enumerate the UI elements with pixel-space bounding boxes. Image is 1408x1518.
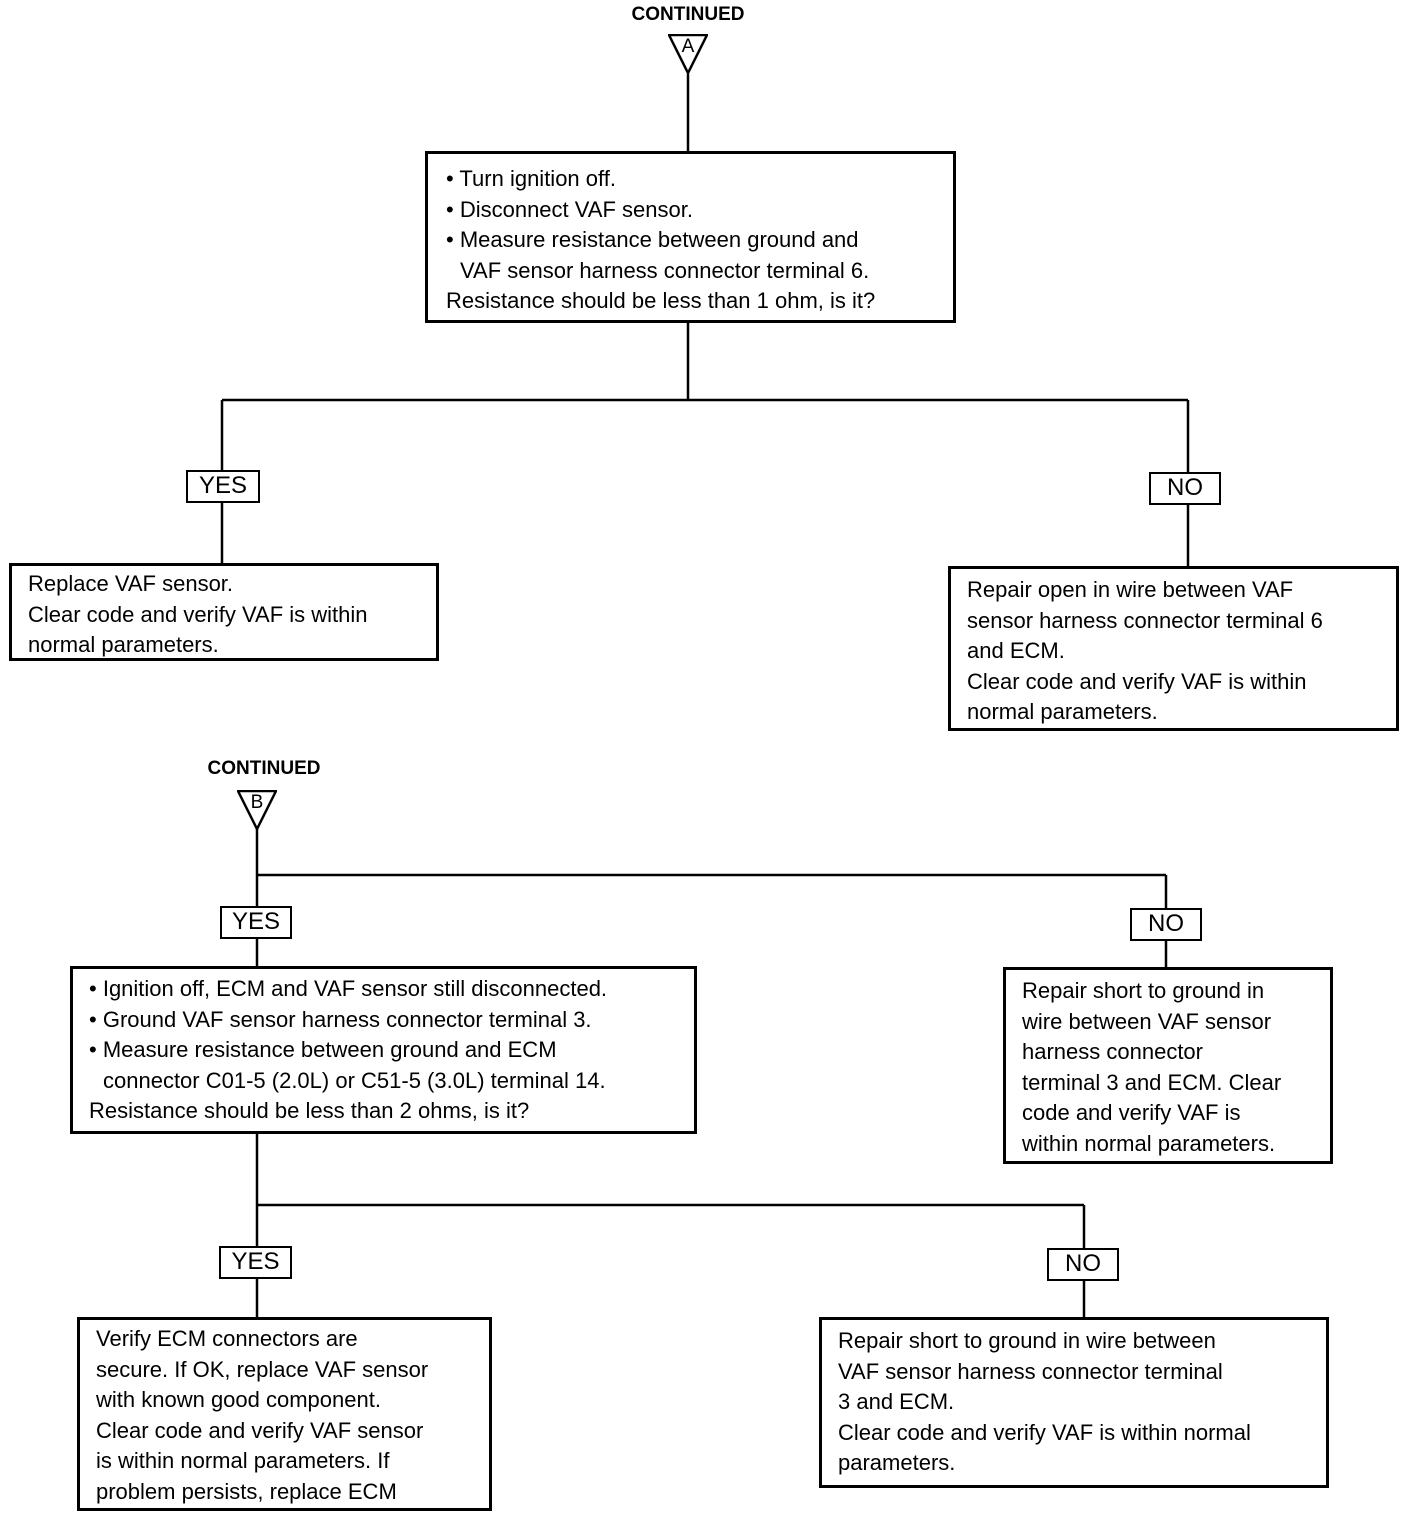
result-a-yes-line-2: Clear code and verify VAF is within	[28, 601, 368, 627]
no-badge-b: NO	[1130, 908, 1202, 941]
result-b2-no-line-4: Clear code and verify VAF is within norm…	[838, 1419, 1251, 1445]
no-badge-b2: NO	[1047, 1248, 1119, 1281]
result-b2-no-line-3: 3 and ECM.	[838, 1389, 955, 1414]
result-a-no-line-2: sensor harness connector terminal 6	[967, 607, 1323, 633]
offpage-connector-a-letter: A	[681, 36, 695, 57]
result-b-no-line-4: terminal 3 and ECM. Clear	[1022, 1069, 1282, 1095]
check-box-a: • Turn ignition off. • Disconnect VAF se…	[425, 151, 956, 323]
result-b-no-line-5: code and verify VAF is	[1022, 1100, 1241, 1125]
result-a-no-line-3: and ECM.	[967, 638, 1065, 663]
result-b-no-line-2: wire between VAF sensor	[1022, 1008, 1272, 1034]
result-box-a-yes: Replace VAF sensor. Clear code and verif…	[9, 563, 439, 661]
check-a-question: Resistance should be less than 1 ohm, is…	[446, 288, 876, 313]
result-b2-yes-line-1: Verify ECM connectors are	[96, 1326, 358, 1351]
check-a-step-3: • Measure resistance between ground and …	[446, 227, 870, 283]
check-box-b: • Ignition off, ECM and VAF sensor still…	[70, 966, 697, 1134]
check-a-step-2: • Disconnect VAF sensor.	[446, 196, 693, 222]
offpage-connector-b-letter: B	[250, 792, 264, 813]
yes-badge-a: YES	[186, 470, 260, 503]
check-b-step-2: • Ground VAF sensor harness connector te…	[89, 1006, 592, 1032]
result-b2-yes-line-6: problem persists, replace ECM	[96, 1478, 397, 1504]
check-b-step-1: • Ignition off, ECM and VAF sensor still…	[89, 976, 608, 1001]
result-b-no-line-6: within normal parameters.	[1022, 1130, 1276, 1156]
result-b2-yes-line-2: secure. If OK, replace VAF sensor	[96, 1356, 429, 1382]
result-b2-yes-line-5: is within normal parameters. If	[96, 1448, 390, 1473]
result-box-b2-yes: Verify ECM connectors are secure. If OK,…	[77, 1317, 492, 1511]
continued-label-b: CONTINUED	[207, 758, 321, 779]
result-b2-no-line-1: Repair short to ground in wire between	[838, 1328, 1216, 1353]
result-a-yes-line-3: normal parameters.	[28, 632, 219, 657]
result-b2-yes-line-3: with known good component.	[96, 1387, 381, 1412]
result-a-yes-line-1: Replace VAF sensor.	[28, 571, 234, 596]
check-b-step-3: • Measure resistance between ground and …	[89, 1037, 606, 1093]
result-a-no-line-1: Repair open in wire between VAF	[967, 577, 1294, 602]
check-b-question: Resistance should be less than 2 ohms, i…	[89, 1098, 530, 1123]
result-a-no-line-4: Clear code and verify VAF is within	[967, 668, 1307, 694]
result-box-b2-no: Repair short to ground in wire between V…	[819, 1317, 1329, 1488]
yes-badge-b: YES	[220, 906, 292, 939]
offpage-connector-b-icon	[237, 790, 277, 830]
result-box-b-no: Repair short to ground in wire between V…	[1003, 967, 1333, 1164]
result-b2-no-line-5: parameters.	[838, 1450, 956, 1475]
result-b-no-line-3: harness connector	[1022, 1039, 1203, 1064]
check-a-step-1: • Turn ignition off.	[446, 166, 616, 191]
offpage-connector-a-icon	[668, 34, 708, 74]
result-b-no-line-1: Repair short to ground in	[1022, 978, 1265, 1003]
yes-badge-b2: YES	[219, 1246, 292, 1279]
continued-label-a: CONTINUED	[631, 4, 745, 25]
result-a-no-line-5: normal parameters.	[967, 699, 1158, 724]
result-b2-no-line-2: VAF sensor harness connector terminal	[838, 1358, 1223, 1384]
result-box-a-no: Repair open in wire between VAF sensor h…	[948, 566, 1399, 731]
result-b2-yes-line-4: Clear code and verify VAF sensor	[96, 1417, 424, 1443]
no-badge-a: NO	[1149, 472, 1221, 505]
